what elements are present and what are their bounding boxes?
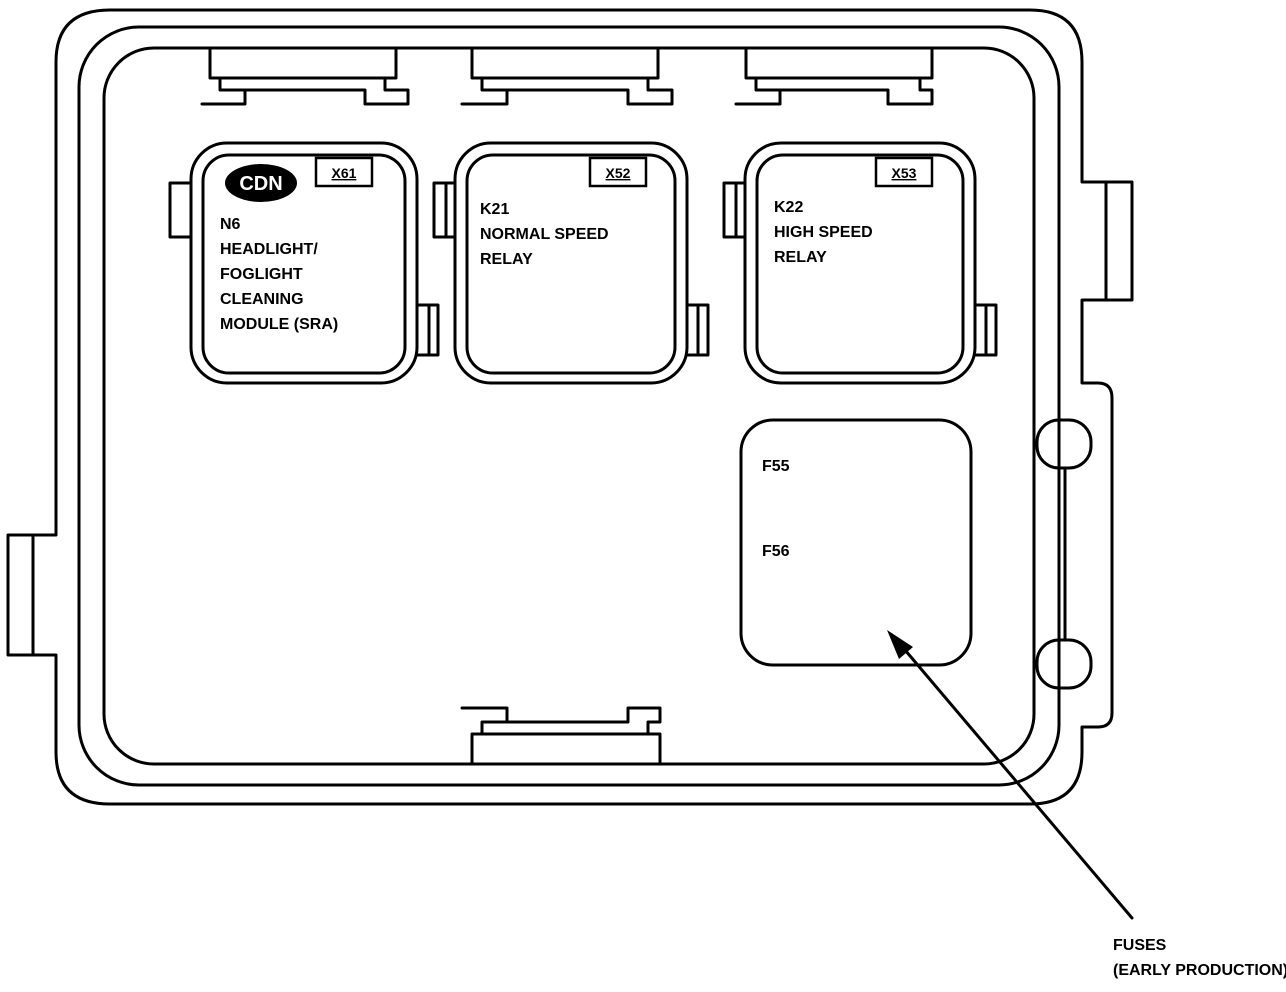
relay-x53-line-3: RELAY xyxy=(774,249,827,266)
relay-x52-tag: X52 xyxy=(606,165,631,181)
right-side-tab-upper xyxy=(1035,418,1093,470)
housing-outer-band xyxy=(77,25,1061,787)
relay-x61-line-4: CLEANING xyxy=(220,291,304,308)
housing-inner-wall xyxy=(102,46,1036,766)
housing-outer-outline xyxy=(6,8,1134,806)
right-side-tab-lower xyxy=(1035,638,1093,690)
relay-x52: X52 K21 NORMAL SPEED RELAY xyxy=(432,141,710,385)
cdn-badge xyxy=(225,164,297,202)
bottom-latch xyxy=(460,706,662,766)
top-latch-right xyxy=(734,46,934,106)
relay-x52-line-2: NORMAL SPEED xyxy=(480,226,609,243)
fuses-callout-leader xyxy=(887,630,1134,920)
relay-x61: CDN X61 N6 HEADLIGHT/ FOGLIGHT CLEANING … xyxy=(168,141,440,385)
callout-line-1: FUSES xyxy=(1113,937,1167,954)
callout-line-2: (EARLY PRODUCTION) xyxy=(1113,962,1286,979)
fuse-f56-label: F56 xyxy=(762,543,790,560)
relay-x53: X53 K22 HIGH SPEED RELAY xyxy=(722,141,998,385)
relay-x61-line-2: HEADLIGHT/ xyxy=(220,241,318,258)
relay-x53-line-1: K22 xyxy=(774,199,803,216)
relay-x53-line-2: HIGH SPEED xyxy=(774,224,873,241)
top-latch-left xyxy=(200,46,410,106)
relay-x61-line-3: FOGLIGHT xyxy=(220,266,303,283)
relay-x61-line-5: MODULE (SRA) xyxy=(220,316,338,333)
cdn-badge-label: CDN xyxy=(239,173,282,195)
top-latch-center xyxy=(460,46,674,106)
fuse-block: F55 F56 xyxy=(739,418,973,667)
callout-arrowhead xyxy=(887,630,913,659)
relay-x52-line-3: RELAY xyxy=(480,251,533,268)
fuse-f55-label: F55 xyxy=(762,458,790,475)
relay-x61-tag: X61 xyxy=(332,165,357,181)
relay-x53-tag: X53 xyxy=(892,165,917,181)
relay-x52-line-1: K21 xyxy=(480,201,509,218)
relay-x61-line-1: N6 xyxy=(220,216,241,233)
